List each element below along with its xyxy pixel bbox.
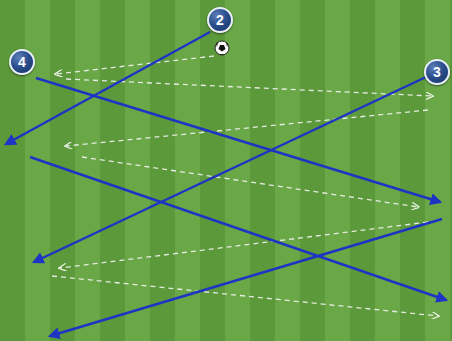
player-number: 3 <box>433 65 441 79</box>
ball-patch <box>216 42 228 55</box>
player-marker: 4 <box>9 49 35 75</box>
ball-body <box>215 41 229 55</box>
pass-arrow <box>82 157 418 207</box>
pass-arrow <box>60 222 428 268</box>
player-number: 4 <box>18 55 26 69</box>
run-arrow <box>50 219 442 336</box>
player-number: 2 <box>216 13 224 27</box>
player-marker: 2 <box>207 7 233 33</box>
run-arrow <box>6 32 210 144</box>
ball-patch <box>219 45 226 52</box>
run-arrow <box>34 77 426 262</box>
pass-arrow <box>66 110 428 146</box>
player-marker: 3 <box>424 59 450 85</box>
pass-arrow <box>56 56 214 74</box>
run-lines <box>6 32 446 336</box>
run-arrow <box>36 78 440 202</box>
ball <box>215 41 229 55</box>
pass-arrow <box>52 276 438 316</box>
run-arrow <box>30 157 446 300</box>
